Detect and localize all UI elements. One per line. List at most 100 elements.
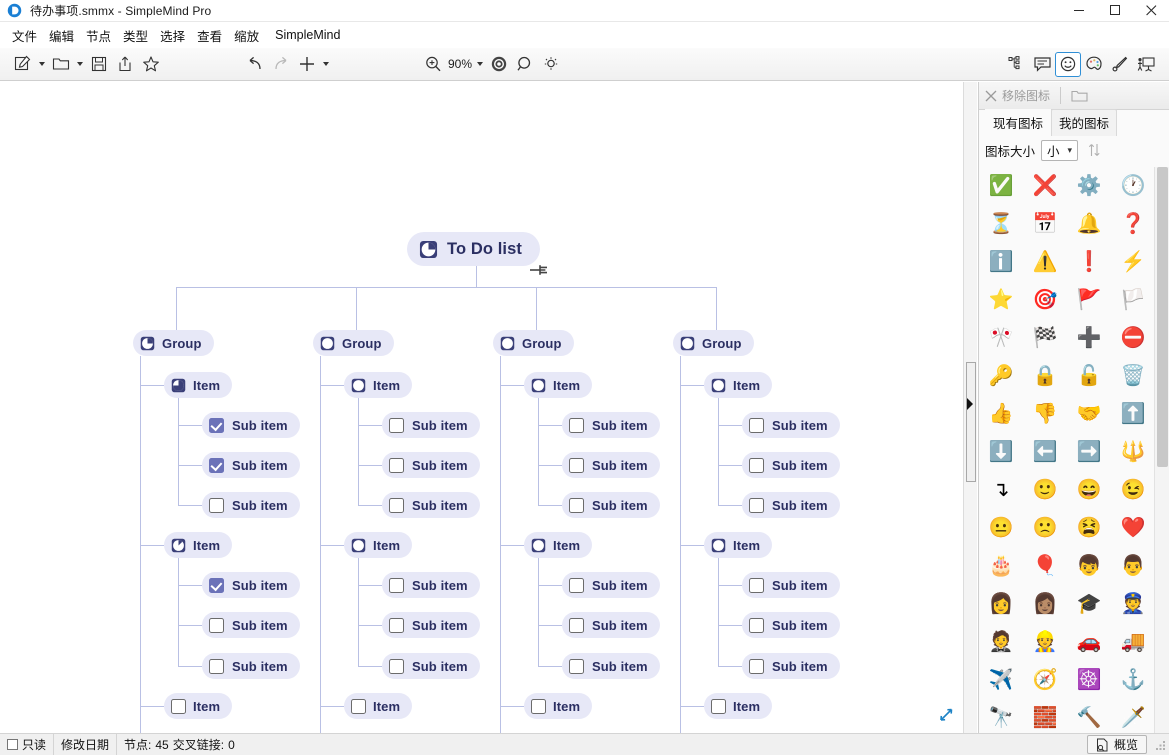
node-item[interactable]: Item	[164, 532, 233, 558]
minimize-button[interactable]	[1061, 0, 1097, 22]
target-focus-icon[interactable]	[486, 52, 512, 77]
menu-node[interactable]: 节点	[86, 29, 112, 44]
menu-zoom[interactable]: 缩放	[234, 29, 260, 44]
palette-icon[interactable]	[1081, 52, 1107, 77]
node-sub-item[interactable]: Sub item	[562, 492, 660, 518]
icon-target-dart[interactable]: 🎯	[1023, 281, 1067, 319]
checkbox-unchecked-icon[interactable]	[569, 497, 584, 513]
node-sub-item[interactable]: Sub item	[382, 572, 480, 598]
icon-compass[interactable]: 🧭	[1023, 661, 1067, 699]
icon-laughing-face[interactable]: 😄	[1067, 471, 1111, 509]
tab-my-icons[interactable]: 我的图标	[1051, 109, 1118, 136]
outline-tree-icon[interactable]	[1003, 52, 1029, 77]
node-sub-item[interactable]: Sub item	[562, 572, 660, 598]
checkbox-unchecked-icon[interactable]	[209, 497, 224, 513]
node-sub-item[interactable]: Sub item	[202, 572, 300, 598]
menu-simplemind[interactable]: SimpleMind	[275, 28, 341, 42]
node-item[interactable]: Item	[164, 372, 233, 398]
node-sub-item[interactable]: Sub item	[742, 412, 840, 438]
save-icon[interactable]	[86, 52, 112, 77]
icon-calendar[interactable]: 📅	[1023, 205, 1067, 243]
note-icon[interactable]	[1029, 52, 1055, 77]
undo-icon[interactable]	[242, 52, 268, 77]
icon-arrow-right-circle[interactable]: ➡️	[1067, 433, 1111, 471]
icon-birthday-cake[interactable]: 🎂	[979, 547, 1023, 585]
node-item[interactable]: Item	[704, 372, 773, 398]
icon-ships-wheel[interactable]: ☸️	[1067, 661, 1111, 699]
icon-lock-open[interactable]: 🔓	[1067, 357, 1111, 395]
node-item[interactable]: Item	[704, 693, 773, 719]
maximize-button[interactable]	[1097, 0, 1133, 22]
node-item[interactable]: Item	[524, 693, 593, 719]
icon-car[interactable]: 🚗	[1067, 623, 1111, 661]
icon-lock-closed[interactable]: 🔒	[1023, 357, 1067, 395]
readonly-status[interactable]: 只读	[0, 733, 55, 755]
node-sub-item[interactable]: Sub item	[742, 492, 840, 518]
checkbox-unchecked-icon[interactable]	[171, 698, 186, 714]
modified-date-status[interactable]: 修改日期	[54, 733, 118, 755]
open-folder-icon[interactable]	[48, 52, 74, 77]
node-sub-item[interactable]: Sub item	[742, 452, 840, 478]
icon-sword[interactable]: 🗡️	[1111, 699, 1155, 737]
node-sub-item[interactable]: Sub item	[382, 412, 480, 438]
search-icon[interactable]	[512, 52, 538, 77]
icon-clock[interactable]: 🕐	[1111, 167, 1155, 205]
icon-sad-face[interactable]: 🙁	[1023, 509, 1067, 547]
checkbox-unchecked-icon[interactable]	[389, 658, 404, 674]
icon-winking-face[interactable]: 😉	[1111, 471, 1155, 509]
icon-handshake[interactable]: 🤝	[1067, 395, 1111, 433]
node-item[interactable]: Item	[344, 372, 413, 398]
favorite-star-icon[interactable]	[138, 52, 164, 77]
icon-person-man[interactable]: 👨	[1111, 547, 1155, 585]
zoom-dropdown[interactable]	[474, 52, 486, 77]
checkbox-unchecked-icon[interactable]	[749, 417, 764, 433]
brush-icon[interactable]	[1107, 52, 1133, 77]
checkbox-unchecked-icon[interactable]	[389, 617, 404, 633]
icon-red-flag[interactable]: 🎌	[979, 319, 1023, 357]
icon-cross-mark[interactable]: ❌	[1023, 167, 1067, 205]
export-share-icon[interactable]	[112, 52, 138, 77]
node-item[interactable]: Item	[344, 693, 413, 719]
add-node-dropdown[interactable]	[320, 52, 332, 77]
checkbox-checked-icon[interactable]	[209, 457, 224, 473]
add-node-icon[interactable]	[294, 52, 320, 77]
tab-existing-icons[interactable]: 现有图标	[985, 109, 1052, 136]
checkbox-unchecked-icon[interactable]	[749, 577, 764, 593]
checkbox-checked-icon[interactable]	[209, 417, 224, 433]
icon-gear[interactable]: ⚙️	[1067, 167, 1111, 205]
icon-bell[interactable]: 🔔	[1067, 205, 1111, 243]
icon-arrow-left-circle[interactable]: ⬅️	[1023, 433, 1067, 471]
node-sub-item[interactable]: Sub item	[562, 653, 660, 679]
icon-construction-worker[interactable]: 👷	[1023, 623, 1067, 661]
open-icon-folder-button[interactable]	[1065, 84, 1094, 108]
icon-key[interactable]: 🔑	[979, 357, 1023, 395]
node-sub-item[interactable]: Sub item	[382, 492, 480, 518]
panel-scrollbar-thumb[interactable]	[1157, 167, 1168, 467]
icon-balloon[interactable]: 🎈	[1023, 547, 1067, 585]
checkbox-unchecked-icon[interactable]	[209, 617, 224, 633]
node-sub-item[interactable]: Sub item	[562, 412, 660, 438]
checkbox-unchecked-icon[interactable]	[389, 577, 404, 593]
panel-vertical-scrollbar[interactable]	[1154, 167, 1169, 733]
mindmap-canvas[interactable]: To Do list Group	[0, 82, 966, 733]
icon-split-arrows[interactable]: 🔱	[1111, 433, 1155, 471]
icon-hourglass[interactable]: ⏳	[979, 205, 1023, 243]
menu-select[interactable]: 选择	[160, 29, 186, 44]
node-root[interactable]: To Do list	[407, 232, 540, 266]
node-sub-item[interactable]: Sub item	[562, 612, 660, 638]
panel-collapse-arrow-icon[interactable]	[965, 396, 975, 412]
node-sub-item[interactable]: Sub item	[562, 452, 660, 478]
icon-grid[interactable]: ✅ ❌ ⚙️ 🕐 ⏳ 📅 🔔 ❓ ℹ️ ⚠️ ❗ ⚡ ⭐ 🎯 🚩 🏳️ 🎌 🏁 …	[979, 167, 1155, 733]
redo-icon[interactable]	[268, 52, 294, 77]
open-folder-dropdown[interactable]	[74, 52, 86, 77]
node-group-1[interactable]: Group	[133, 330, 214, 356]
canvas-vertical-scrollbar[interactable]	[963, 82, 977, 733]
icon-hammer[interactable]: 🔨	[1067, 699, 1111, 737]
presentation-icon[interactable]	[1133, 52, 1159, 77]
icon-exclamation-diamond[interactable]: ❗	[1067, 243, 1111, 281]
icon-heart[interactable]: ❤️	[1111, 509, 1155, 547]
checkbox-unchecked-icon[interactable]	[569, 658, 584, 674]
checkbox-unchecked-icon[interactable]	[749, 497, 764, 513]
sort-arrows-icon[interactable]	[1084, 140, 1104, 160]
icon-information[interactable]: ℹ️	[979, 243, 1023, 281]
